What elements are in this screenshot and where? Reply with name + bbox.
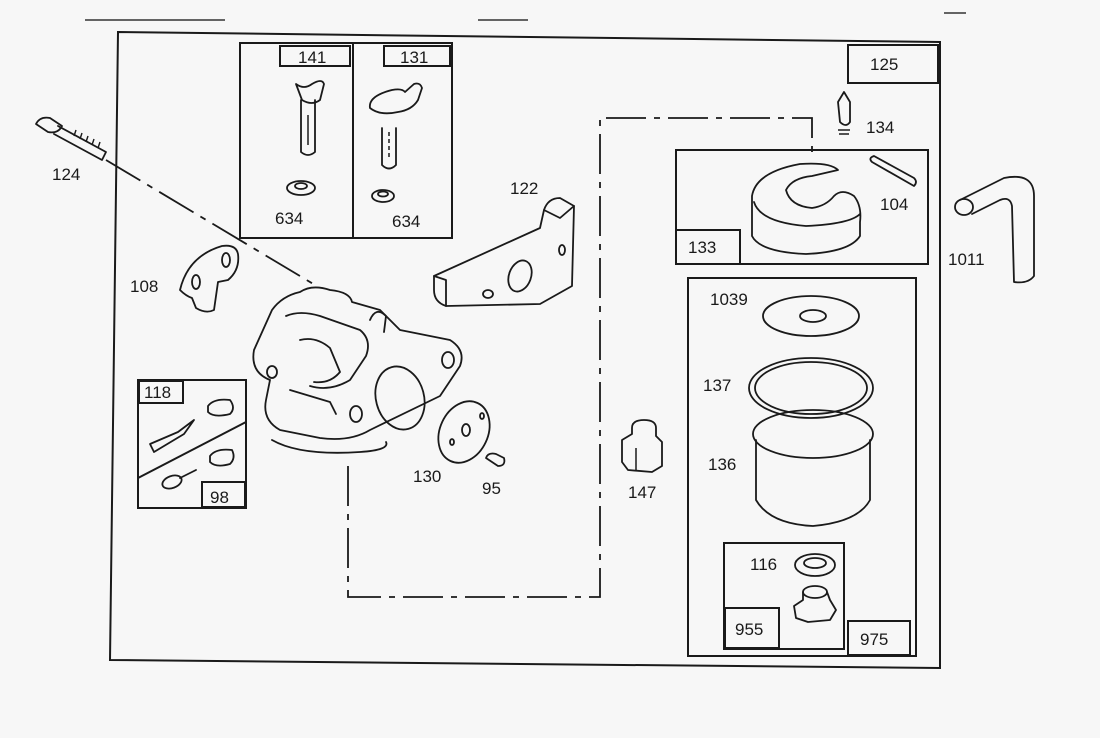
label-box-955	[724, 607, 780, 649]
o-ring-icon	[748, 357, 874, 419]
label-box-98	[201, 481, 246, 508]
part-label-133[interactable]: 133	[688, 238, 716, 257]
part-label-95[interactable]: 95	[482, 479, 501, 498]
group-box	[675, 149, 929, 265]
part-label-955[interactable]: 955	[735, 620, 763, 639]
spring-icon	[209, 448, 235, 467]
group-box-955	[723, 542, 845, 650]
part-label-137[interactable]: 137	[703, 376, 731, 395]
inlet-fitting-icon	[621, 419, 663, 473]
part-label-116[interactable]: 116	[750, 555, 777, 574]
label-box-975	[847, 620, 911, 656]
bowl-washer-icon	[794, 553, 836, 577]
bowl-nut-icon	[793, 585, 837, 623]
scan-marks	[85, 12, 966, 21]
mixture-screw-icon	[149, 419, 195, 453]
washer-icon	[286, 180, 316, 196]
group-118-98: 118 98	[137, 379, 247, 509]
part-label-634-a[interactable]: 634	[275, 209, 303, 228]
group-133: 133 104	[675, 149, 929, 265]
group-box	[687, 277, 917, 657]
throttle-pin-icon	[369, 82, 423, 170]
screw-icon	[161, 469, 197, 490]
part-label-147[interactable]: 147	[628, 483, 656, 502]
bowl-gasket-icon	[762, 295, 860, 337]
throttle-screw-icon	[485, 452, 506, 467]
part-label-1039[interactable]: 1039	[710, 290, 748, 309]
part-label-130[interactable]: 130	[413, 467, 441, 486]
float-bowl-icon	[752, 409, 874, 527]
washer-icon	[371, 189, 395, 203]
group-box	[239, 42, 453, 239]
label-box-141	[279, 45, 351, 67]
group-141-131: 141 131 634 634	[239, 42, 453, 239]
hinge-pin-icon	[869, 155, 917, 187]
assembly-line	[105, 159, 316, 286]
idle-mixture-pin-icon	[295, 80, 325, 156]
part-label-118[interactable]: 118	[144, 383, 171, 402]
carburetor-body-icon	[252, 286, 463, 454]
part-label-136[interactable]: 136	[708, 455, 736, 474]
group-975: 975 1039 137 136 955 116	[687, 277, 917, 657]
fuel-hose-icon	[954, 175, 1035, 284]
mounting-bolt-icon	[35, 116, 107, 161]
part-label-134[interactable]: 134	[866, 118, 894, 137]
part-label-1011[interactable]: 1011	[948, 250, 985, 269]
spring-icon	[207, 398, 234, 417]
label-box-133	[675, 229, 741, 265]
part-label-124[interactable]: 124	[52, 165, 80, 184]
float-icon	[751, 162, 862, 255]
part-label-122[interactable]: 122	[510, 179, 538, 198]
group-box	[137, 379, 247, 509]
outer-frame	[108, 30, 941, 670]
part-label-104[interactable]: 104	[880, 195, 908, 214]
part-label-975[interactable]: 975	[860, 630, 888, 649]
choke-plate-icon	[179, 244, 240, 313]
label-box-125	[847, 44, 939, 84]
part-label-98[interactable]: 98	[210, 488, 229, 507]
intake-gasket-icon	[433, 197, 575, 307]
float-needle-icon	[837, 91, 851, 135]
part-label-634-b[interactable]: 634	[392, 212, 420, 231]
label-box-118	[138, 380, 184, 404]
part-label-131[interactable]: 131	[400, 48, 428, 67]
part-label-125[interactable]: 125	[870, 55, 898, 74]
part-label-108[interactable]: 108	[130, 277, 158, 296]
assembly-line	[347, 117, 813, 598]
part-label-141[interactable]: 141	[298, 48, 326, 67]
throttle-plate-icon	[437, 400, 491, 464]
label-box-131	[383, 45, 451, 67]
